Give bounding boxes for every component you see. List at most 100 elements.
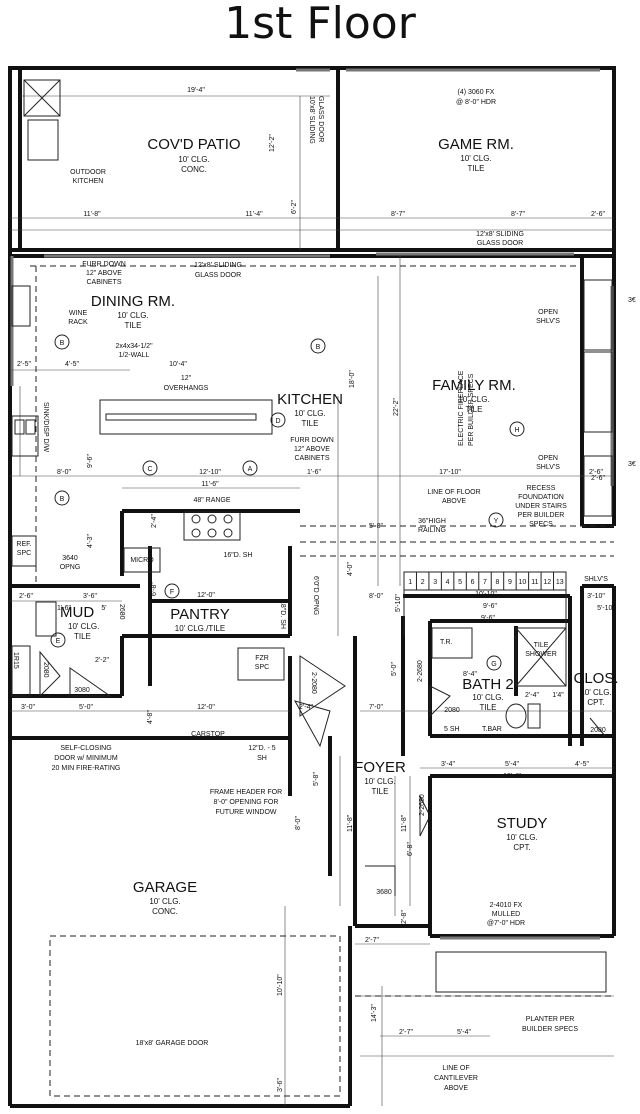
dimension-label: 12'-0" xyxy=(197,592,215,599)
room-detail: TILE xyxy=(468,164,485,173)
stair-number: 1 xyxy=(408,579,412,586)
note: CABINETS xyxy=(294,455,329,462)
note: SPC xyxy=(17,550,31,557)
note: 12"D. - 5 xyxy=(248,745,275,752)
dimension-label: 2'-6" xyxy=(19,593,33,600)
dimension-texts: 19'-4" 11'-8" 11'-4" 8'-7" 8'-7" 2'-6" 1… xyxy=(17,87,615,1092)
room-detail: 10' CLG. xyxy=(178,155,209,164)
section-marker: B xyxy=(54,490,70,506)
svg-text:B: B xyxy=(60,340,65,347)
dimension-label: 5' xyxy=(101,605,106,612)
note: FURR DOWN xyxy=(290,437,334,444)
room-name-garage: GARAGE xyxy=(133,879,197,896)
note: BUILDER SPECS xyxy=(522,1026,578,1033)
room-detail: TILE xyxy=(480,703,497,712)
dimension-lines xyxy=(10,95,614,1106)
stair-number: 4 xyxy=(446,579,450,586)
note: 2680 xyxy=(118,604,125,620)
svg-text:G: G xyxy=(491,661,496,668)
note: SELF-CLOSING xyxy=(60,745,111,752)
dimension-label: 8'-7" xyxy=(391,211,405,218)
note: 3€ xyxy=(628,297,636,304)
room-name-foyer: FOYER xyxy=(354,759,406,776)
section-marker: B xyxy=(310,338,326,354)
note: RAILING xyxy=(418,527,446,534)
note: OPEN xyxy=(538,455,558,462)
dimension-label: 8'-0" xyxy=(369,593,383,600)
note: FUTURE WINDOW xyxy=(215,809,276,816)
dimension-label: 6'-8" xyxy=(407,842,414,856)
dimension-label: 19'-4" xyxy=(187,87,205,94)
room-detail: CPT. xyxy=(587,698,604,707)
stair-number: 2 xyxy=(421,579,425,586)
room-detail: 10' CLG. xyxy=(580,688,611,697)
interior-walls xyxy=(10,509,614,936)
note: LINE OF FLOOR xyxy=(427,489,480,496)
note: 6'0"D OPNG xyxy=(312,576,319,615)
room-name-closet: CLOS. xyxy=(573,670,618,687)
note: CABINETS xyxy=(86,279,121,286)
room-detail: CONC. xyxy=(152,907,178,916)
room-detail: 10' CLG./TILE xyxy=(175,624,225,633)
dimension-label: 10'-10" xyxy=(277,974,284,996)
note: 3640 xyxy=(62,555,78,562)
dimension-label: 12'-0" xyxy=(197,704,215,711)
note: T.BAR xyxy=(482,726,502,733)
stair-number: 8 xyxy=(496,579,500,586)
dimension-label: 2'-4" xyxy=(151,514,158,528)
dimension-label: 5'-8" xyxy=(313,772,320,786)
dimension-label: 10'-4" xyxy=(169,361,187,368)
dimension-label: 5'-0" xyxy=(391,662,398,676)
note: 2x4x34-1/2" xyxy=(115,343,153,350)
note: @7'-0" HDR xyxy=(487,920,525,927)
room-detail: 10' CLG. xyxy=(294,409,325,418)
dimension-label: 8'-0" xyxy=(57,469,71,476)
stair-number: 9 xyxy=(508,579,512,586)
note: CANTILEVER xyxy=(434,1075,478,1082)
dimension-label: 1'4" xyxy=(552,692,564,699)
dimension-label: 5'-4" xyxy=(457,1029,471,1036)
note: DOOR w/ MINIMUM xyxy=(54,755,118,762)
note: 2-2680 xyxy=(419,794,426,816)
door-swings xyxy=(39,650,606,896)
note: SPECS xyxy=(529,521,553,528)
section-marker: Y xyxy=(488,512,504,528)
room-detail: 10' CLG. xyxy=(460,154,491,163)
room-name-pantry: PANTRY xyxy=(170,606,229,623)
dimension-label: 22'-2" xyxy=(393,398,400,416)
note: T.R. xyxy=(440,639,453,646)
note: 18'x8' GARAGE DOOR xyxy=(136,1040,209,1047)
room-detail: 10' CLG. xyxy=(506,833,537,842)
note: 3080 xyxy=(74,687,90,694)
note: GLASS DOOR xyxy=(195,272,241,279)
dimension-label: 2'-6" xyxy=(591,475,605,482)
svg-text:F: F xyxy=(170,589,174,596)
section-marker: A xyxy=(242,460,258,476)
dimension-label: 3'-6" xyxy=(277,1078,284,1092)
dimension-label: 9'-6" xyxy=(87,454,94,468)
room-detail: CONC. xyxy=(181,165,207,174)
note: ELECTRIC FIREPLACE xyxy=(458,370,465,446)
note: SHLV'S xyxy=(536,318,560,325)
note: KITCHEN xyxy=(73,178,104,185)
note: 1R15 xyxy=(12,652,19,669)
note: 48" RANGE xyxy=(193,497,230,504)
note: 1/2-WALL xyxy=(119,352,150,359)
dimension-label: 3'-10" xyxy=(587,593,605,600)
dimension-label: 8'-0" xyxy=(295,816,302,830)
section-marker: C xyxy=(142,460,158,476)
room-detail: 10' CLG. xyxy=(364,777,395,786)
note: FZR xyxy=(255,655,269,662)
note: FRAME HEADER FOR xyxy=(210,789,282,796)
room-detail: TILE xyxy=(125,321,142,330)
dimension-label: 2'-5" xyxy=(17,361,31,368)
room-detail: TILE xyxy=(466,405,483,414)
note: 12'x8' SLIDING xyxy=(194,262,242,269)
section-markers: B B B C A D H F E G Y xyxy=(50,334,525,671)
room-name-study: STUDY xyxy=(497,815,548,832)
section-marker: E xyxy=(50,632,66,648)
room-detail: TILE xyxy=(372,787,389,796)
note: GLASS DOOR xyxy=(477,240,523,247)
